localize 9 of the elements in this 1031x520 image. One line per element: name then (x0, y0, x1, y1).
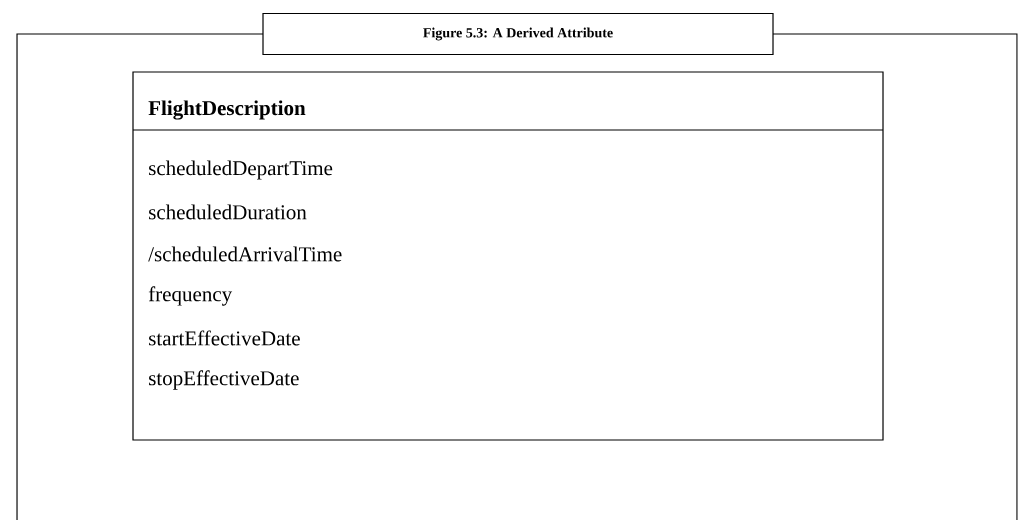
attribute: frequency (148, 286, 233, 306)
figure-title: Figure 5.3: A Derived Attribute (262, 12, 774, 56)
attribute: startEffectiveDate (149, 330, 300, 346)
attribute: stopEffectiveDate (149, 370, 299, 390)
class-name: FlightDescription (148, 100, 306, 120)
class-box (132, 71, 884, 441)
attribute: /scheduledArrivalTime (148, 246, 342, 262)
attribute: scheduledDuration (149, 204, 307, 220)
attribute: scheduledDepartTime (149, 160, 333, 180)
